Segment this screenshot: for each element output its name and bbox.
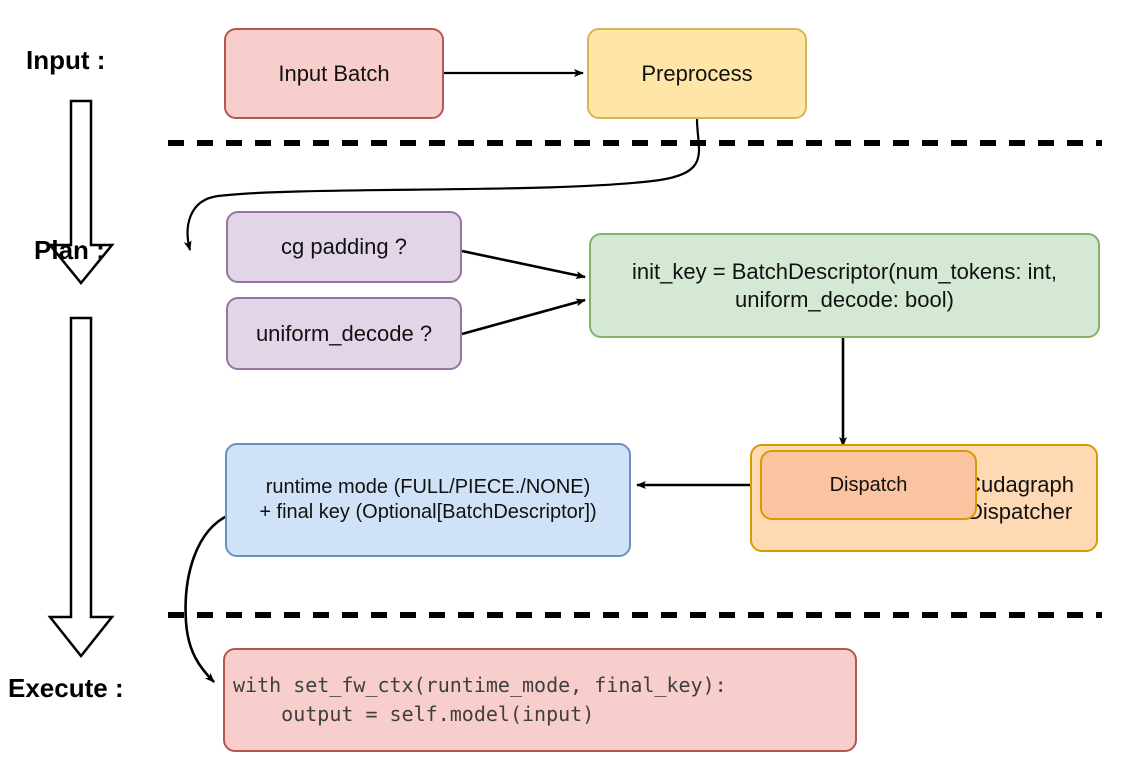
stage-label-execute: Execute : <box>8 673 124 703</box>
node-init-key-label: init_key = BatchDescriptor(num_tokens: i… <box>632 259 1057 312</box>
node-input-batch-label: Input Batch <box>278 60 390 86</box>
node-code-block[interactable]: with set_fw_ctx(runtime_mode, final_key)… <box>223 648 857 752</box>
edge-cg-padding-to-init-key <box>461 249 586 280</box>
node-runtime-mode[interactable]: runtime mode (FULL/PIECE./NONE) + final … <box>225 443 631 557</box>
node-dispatch[interactable]: Dispatch <box>760 450 977 520</box>
node-code-block-text: with set_fw_ctx(runtime_mode, final_key)… <box>233 673 727 726</box>
node-preprocess[interactable]: Preprocess <box>587 28 807 119</box>
node-uniform-decode-label: uniform_decode ? <box>255 320 433 346</box>
node-uniform-decode[interactable]: uniform_decode ? <box>226 297 462 370</box>
node-init-key[interactable]: init_key = BatchDescriptor(num_tokens: i… <box>589 233 1100 338</box>
node-cudagraph-dispatcher-label: Cudagraph Dispatcher <box>965 471 1074 525</box>
stage-arrow-plan-to-execute <box>47 316 115 659</box>
node-runtime-mode-label: runtime mode (FULL/PIECE./NONE) + final … <box>259 476 597 523</box>
node-input-batch[interactable]: Input Batch <box>224 28 444 119</box>
stage-label-plan: Plan : <box>34 235 105 265</box>
node-preprocess-label: Preprocess <box>641 60 753 86</box>
stage-label-input: Input : <box>26 45 106 75</box>
edge-uniform-decode-to-init-key <box>461 298 586 336</box>
node-cg-padding[interactable]: cg padding ? <box>226 211 462 283</box>
node-cg-padding-label: cg padding ? <box>281 234 407 260</box>
node-dispatch-label: Dispatch <box>829 473 908 496</box>
